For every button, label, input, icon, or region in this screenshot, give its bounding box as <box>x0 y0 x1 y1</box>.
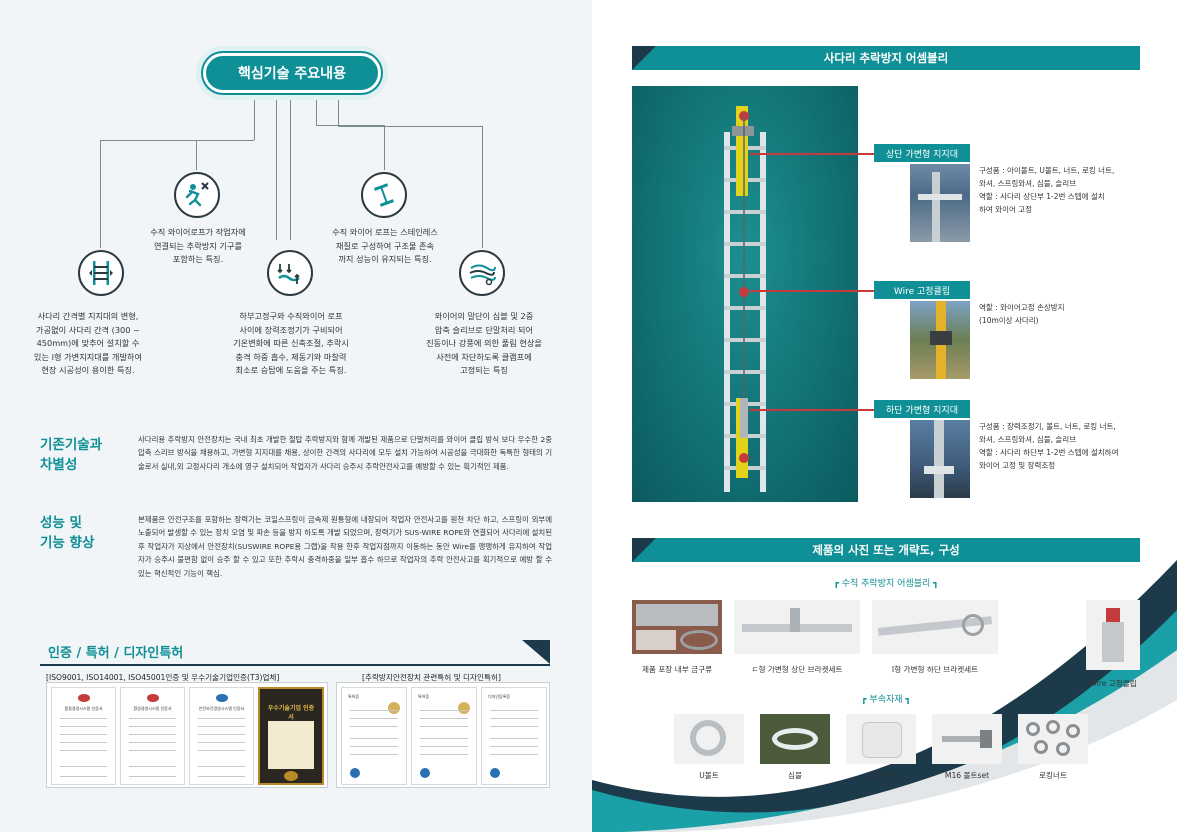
feature-fall-text: 수직 와이어로프가 작업자에 연결되는 추락방지 기구를 포함하는 특징. <box>150 227 246 264</box>
item-bottom-bracket-caption: I형 가변형 하단 브라켓세트 <box>891 665 979 674</box>
cert-doc-iso14001: 환경경영시스템 인증서 <box>120 687 185 785</box>
cert-group1-label: [ISO9001, ISO14001, ISO45001인증 및 우수기술기업인… <box>46 673 280 682</box>
right-page: 사다리 추락방지 어셈블리 상단 가변형 지지대 구성품 : <box>592 0 1177 832</box>
part-clip-photo <box>910 301 970 379</box>
decorative-swoosh <box>592 560 1177 832</box>
part-top-desc: 구성품 : 아이볼트, U볼트, 너트, 로킹 너트, 와셔, 스프링와셔, 심… <box>979 166 1115 214</box>
acc-bolt-photo <box>932 714 1002 764</box>
vertical-assembly-label: ┏ 수직 추락방지 어셈블리 ┓ <box>833 579 939 589</box>
cert-doc-patent1: 특허증 <box>341 687 407 785</box>
part-bottom-pointer <box>750 409 874 411</box>
worker-fall-icon <box>185 182 209 207</box>
acc-sleeve-caption: 슬리브 <box>870 771 892 780</box>
part-bottom-label: 하단 가변형 지지대 <box>874 400 970 418</box>
item-top-bracket-photo <box>734 600 860 654</box>
acc-sleeve-photo <box>846 714 916 764</box>
cert-doc-patent2: 특허증 <box>411 687 477 785</box>
part-bottom-photo <box>910 420 970 498</box>
feature-shock-circle <box>267 250 313 296</box>
item-bottom-bracket-photo <box>872 600 998 654</box>
feature-wind-circle <box>459 250 505 296</box>
cert-header-bar: 인증 / 특허 / 디자인특허 <box>40 640 550 666</box>
acc-ubolt-photo <box>674 714 744 764</box>
steel-beam-icon <box>374 183 394 207</box>
cert-group1-box: 품질경영시스템 인증서 환경경영시스템 인증서 안전보건경영시스템 인증서 우수… <box>46 682 328 788</box>
acc-thimble-caption: 심블 <box>788 771 802 780</box>
part-top-pointer <box>750 153 874 155</box>
assembly-header: 사다리 추락방지 어셈블리 <box>632 46 1140 70</box>
cert-doc-iso45001: 안전보건경영시스템 인증서 <box>189 687 254 785</box>
item-wire-clip-caption: Wire 고정클립 <box>1089 679 1137 688</box>
part-top-photo <box>910 164 970 242</box>
cert-group2-label: [추락방지안전장치 관련특허 및 디자인특허] <box>362 673 501 682</box>
acc-locknut-photo <box>1018 714 1088 764</box>
feature-ladder-circle <box>78 250 124 296</box>
feature-beam-circle <box>361 172 407 218</box>
cert-title: 인증 / 특허 / 디자인특허 <box>48 646 184 661</box>
wind-vibration-icon <box>469 264 496 286</box>
section-diff-body: 사다리용 추락방지 안전장치는 국내 최초 개발한 철탑 추락방지와 함께 개발… <box>138 435 552 471</box>
ladder-diagram <box>632 86 858 502</box>
part-clip-desc: 역할 : 와이어고정 손상방지 (10m이상 사다리) <box>979 303 1065 325</box>
left-page: 핵심기술 주요내용 사다리 간격별 지지대의 변형, 가공없이 사다리 간격 (… <box>0 0 592 832</box>
ladder-illustration <box>724 106 766 492</box>
assembly-header-triangle <box>632 46 656 70</box>
accessory-label: ┏ 부속자재 ┓ <box>861 695 911 705</box>
part-bottom-desc: 구성품 : 장력조정기, 볼트, 너트, 로킹 너트, 와셔, 스프링와셔, 심… <box>979 422 1119 470</box>
shock-absorb-icon <box>277 264 300 284</box>
item-wire-clip-photo <box>1086 600 1140 670</box>
part-clip-pointer <box>750 290 874 292</box>
part-top-label: 상단 가변형 지지대 <box>874 144 970 162</box>
acc-locknut-caption: 로킹너트 <box>1039 771 1067 780</box>
ladder-icon <box>89 261 113 285</box>
acc-bolt-caption: M16 볼트set <box>944 771 990 780</box>
section-diff-heading: 기존기술과 차별성 <box>40 437 103 473</box>
product-header: 제품의 사진 또는 개략도, 구성 <box>632 538 1140 562</box>
feature-ladder-text: 사다리 간격별 지지대의 변형, 가공없이 사다리 간격 (300 ~ 450m… <box>33 311 143 375</box>
cert-header-triangle <box>522 640 550 664</box>
product-header-triangle <box>632 538 656 562</box>
feature-wind-text: 와이어의 말단이 심블 및 2중 압축 슬리브로 단말처리 되어 진동이나 강풍… <box>426 311 542 375</box>
section-perf-heading: 성능 및 기능 향상 <box>40 515 95 551</box>
core-title: 핵심기술 주요내용 <box>203 53 381 93</box>
cert-group2-box: 특허증 특허증 디자인등록증 <box>336 682 550 788</box>
section-perf-body: 본제품은 안전구조를 포함하는 장력기는 코일스프링이 금속제 원통형에 내장되… <box>138 515 552 578</box>
cert-doc-tech: 우수기술기업 인증서 <box>258 687 324 785</box>
item-top-bracket-caption: ㄷ형 가변형 상단 브라켓세트 <box>751 665 843 674</box>
cert-doc-design: 디자인등록증 <box>481 687 547 785</box>
part-clip-label: Wire 고정클립 <box>874 281 970 299</box>
feature-fall-circle <box>174 172 220 218</box>
acc-ubolt-caption: U볼트 <box>699 771 719 780</box>
feature-shock-text: 하부고정구와 수직와이어 로프 사이에 장력조정기가 구비되어 기온변화에 따른… <box>233 311 349 375</box>
feature-beam-text: 수직 와이어 로프는 스테인레스 재질로 구성하여 구조물 존속 까지 성능이 … <box>332 227 438 264</box>
item-packaging-photo <box>632 600 722 654</box>
cert-doc-iso9001: 품질경영시스템 인증서 <box>51 687 116 785</box>
acc-thimble-photo <box>760 714 830 764</box>
item-packaging-caption: 제품 포장 내부 금구류 <box>641 665 713 674</box>
